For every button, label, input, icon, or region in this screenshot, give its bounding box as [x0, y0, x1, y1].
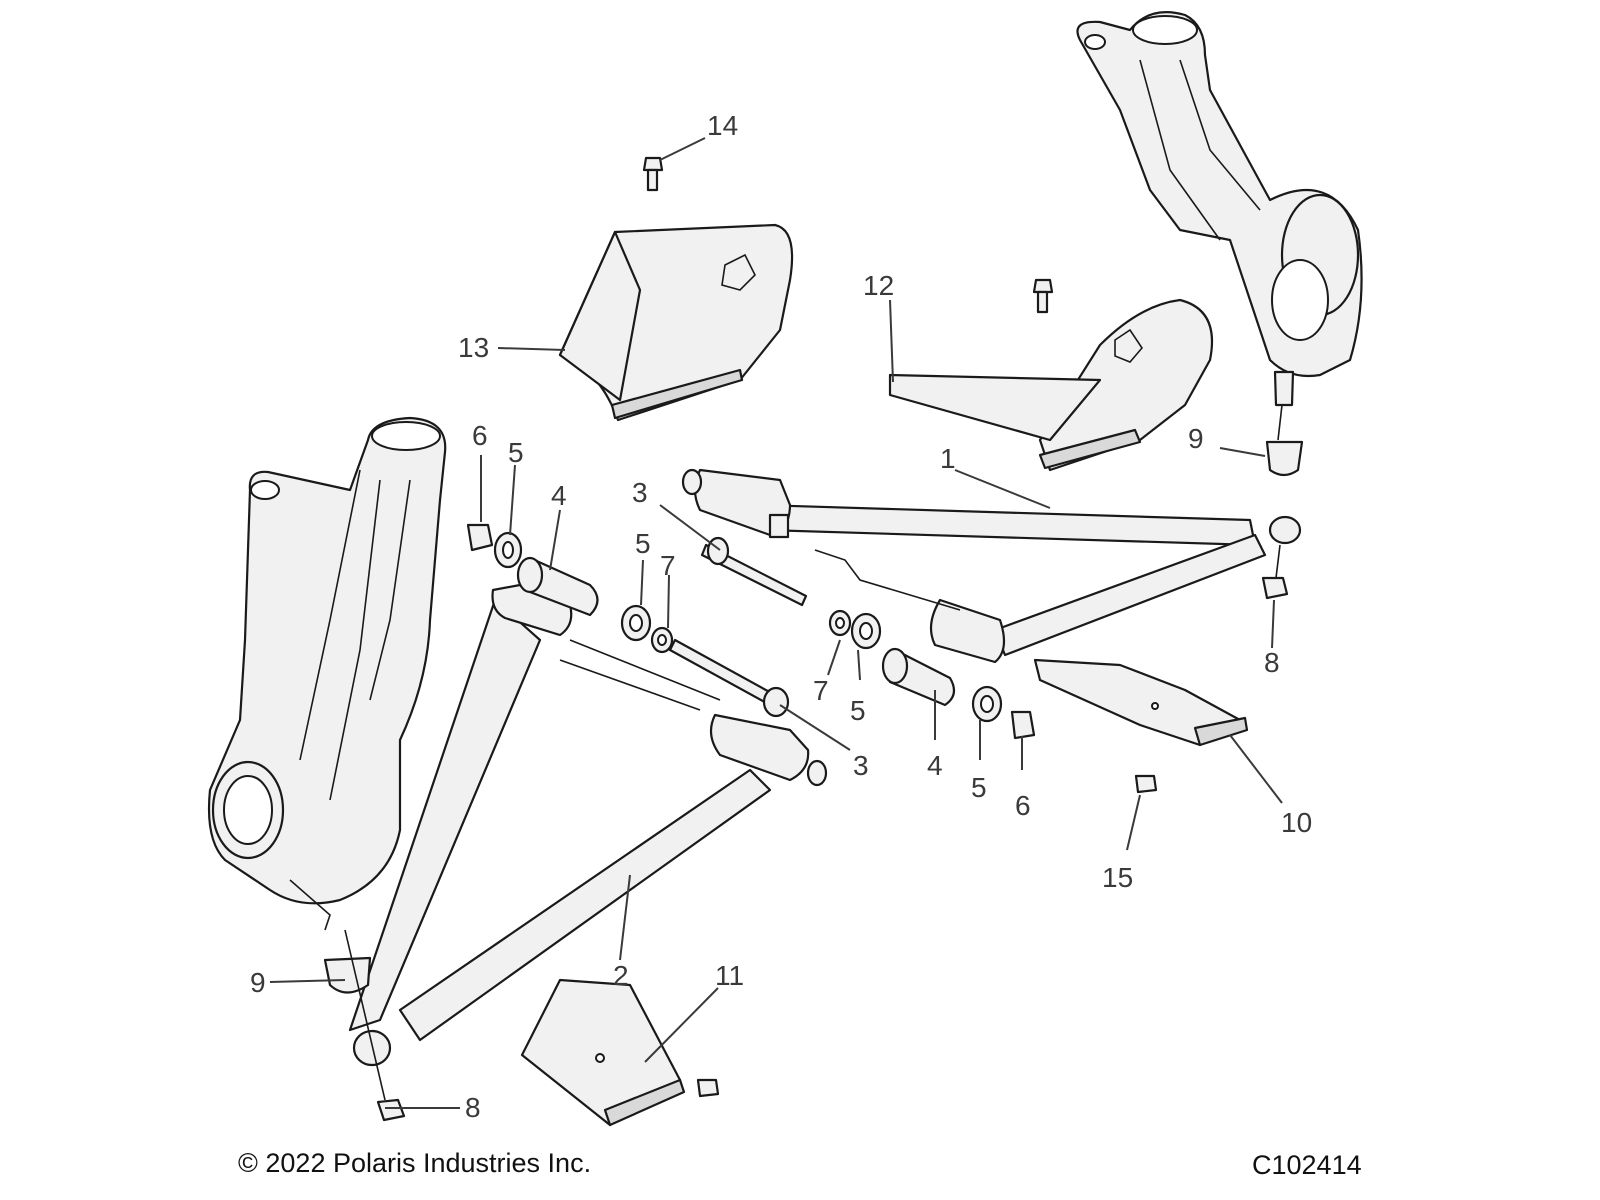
callout-4: 4 [551, 480, 567, 511]
hardware [323, 156, 1304, 1122]
skid-guard-12 [888, 298, 1214, 472]
callout-7: 7 [660, 550, 676, 581]
copyright-text: © 2022 Polaris Industries Inc. [238, 1148, 592, 1178]
callout-11: 11 [715, 960, 744, 991]
right-steering-knuckle [1076, 11, 1363, 407]
callout-6: 6 [472, 420, 488, 451]
callout-8: 8 [1264, 647, 1280, 678]
callout-4: 4 [927, 750, 943, 781]
callout-12: 12 [863, 270, 894, 301]
skid-guard-13 [558, 223, 794, 422]
callout-9: 9 [250, 967, 266, 998]
callout-8: 8 [465, 1092, 481, 1123]
callout-14: 14 [707, 110, 738, 141]
left-steering-knuckle [207, 416, 447, 931]
callout-5: 5 [508, 437, 524, 468]
callout-3: 3 [632, 477, 648, 508]
callout-9: 9 [1188, 423, 1204, 454]
callout-5: 5 [635, 528, 651, 559]
callout-7: 7 [813, 675, 829, 706]
callout-5: 5 [971, 772, 987, 803]
callout-13: 13 [458, 332, 489, 363]
callout-15: 15 [1102, 862, 1133, 893]
callout-1: 1 [940, 443, 956, 474]
diagram-code: C102414 [1252, 1150, 1362, 1180]
callout-2: 2 [613, 960, 629, 991]
leader-lines [269, 137, 1283, 1109]
upper-a-arm [681, 468, 1302, 664]
callout-labels: 1 2 3 3 4 4 5 5 5 5 6 6 7 7 8 8 9 9 10 1… [250, 110, 1312, 1123]
lower-a-arm [348, 583, 828, 1067]
callout-5: 5 [850, 695, 866, 726]
callout-6: 6 [1015, 790, 1031, 821]
guard-10 [1033, 658, 1249, 747]
guard-11 [520, 978, 686, 1127]
callout-10: 10 [1281, 807, 1312, 838]
callout-3: 3 [853, 750, 869, 781]
